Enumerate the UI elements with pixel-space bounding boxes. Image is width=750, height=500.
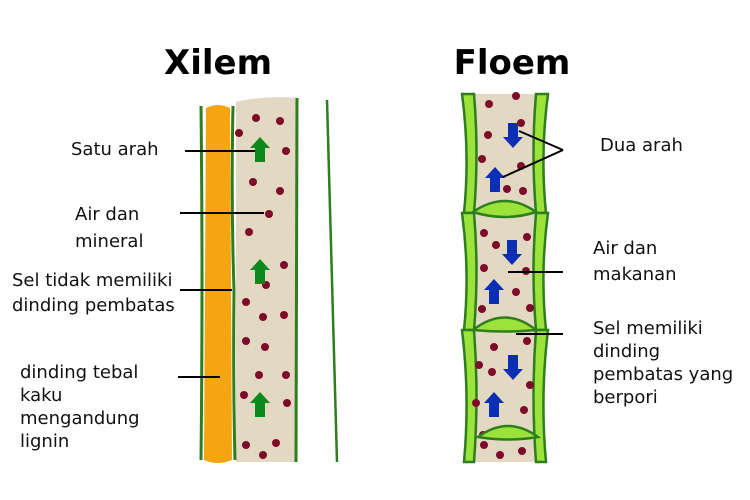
xylem-far-wall	[325, 99, 339, 463]
label-lignin-1: dinding tebal	[20, 362, 138, 383]
particle-dot	[280, 261, 288, 269]
particle-dot	[282, 147, 290, 155]
phloem-companion-wall	[460, 211, 478, 332]
label-phloem-wall-2: dinding	[593, 341, 660, 362]
phloem-companion-wall	[460, 328, 478, 464]
label-lignin-4: lignin	[20, 431, 69, 452]
phloem-flow-arrows	[484, 123, 523, 417]
particle-dot	[252, 114, 260, 122]
phloem-title: Floem	[454, 43, 571, 83]
up-arrow-icon	[250, 137, 270, 162]
particle-dot	[249, 178, 257, 186]
particle-dot	[517, 119, 525, 127]
up-arrow-icon	[250, 259, 270, 284]
particle-dot	[512, 288, 520, 296]
label-lignin-2: kaku	[20, 385, 62, 406]
label-satu-arah: Satu arah	[71, 139, 159, 160]
lignin-layer	[204, 105, 232, 463]
particle-dot	[261, 343, 269, 351]
particle-dot	[235, 129, 243, 137]
phloem-companion-wall	[532, 92, 550, 215]
label-dua-arah: Dua arah	[600, 135, 683, 156]
particle-dot	[492, 241, 500, 249]
particle-dot	[242, 441, 250, 449]
particle-dot	[478, 155, 486, 163]
particle-dot	[503, 185, 511, 193]
particle-dot	[245, 228, 253, 236]
particle-dot	[280, 311, 288, 319]
label-air-mineral-2: mineral	[75, 231, 143, 252]
phloem-companion-wall	[460, 92, 478, 215]
particle-dot	[526, 381, 534, 389]
particle-dot	[480, 441, 488, 449]
particle-dot	[480, 264, 488, 272]
label-air-makanan-1: Air dan	[593, 238, 657, 259]
particle-dot	[276, 187, 284, 195]
particle-dot	[242, 337, 250, 345]
particle-dot	[255, 371, 263, 379]
particle-dot	[282, 371, 290, 379]
particle-dot	[523, 233, 531, 241]
phloem-tube	[460, 92, 550, 464]
particle-dot	[480, 229, 488, 237]
up-arrow-icon	[484, 392, 504, 417]
label-phloem-wall-1: Sel memiliki	[593, 318, 703, 339]
particle-dot	[283, 399, 291, 407]
particle-dot	[259, 313, 267, 321]
particle-dot	[518, 447, 526, 455]
phloem-companion-wall	[532, 328, 550, 464]
label-air-mineral-1: Air dan	[75, 204, 139, 225]
particle-dot	[276, 117, 284, 125]
particle-dot	[478, 305, 486, 313]
label-air-makanan-2: makanan	[593, 264, 677, 285]
xylem-title: Xilem	[164, 43, 272, 83]
particle-dot	[523, 337, 531, 345]
particle-dot	[240, 391, 248, 399]
label-lignin-3: mengandung	[20, 408, 140, 429]
particle-dot	[520, 406, 528, 414]
particle-dot	[484, 131, 492, 139]
xylem-inner-wall	[230, 105, 237, 461]
particle-dot	[475, 361, 483, 369]
label-xylem-wall-1: Sel tidak memiliki	[12, 270, 172, 291]
particle-dot	[496, 451, 504, 459]
particle-dot	[485, 100, 493, 108]
up-arrow-icon	[250, 392, 270, 417]
down-arrow-icon	[503, 123, 523, 148]
up-arrow-icon	[485, 167, 505, 192]
pointer-lines	[178, 130, 564, 378]
particle-dot	[519, 187, 527, 195]
label-phloem-wall-3: pembatas yang	[593, 364, 733, 385]
label-xylem-wall-2: dinding pembatas	[12, 295, 175, 316]
particle-dot	[526, 304, 534, 312]
particle-dot	[272, 439, 280, 447]
xylem-vessel	[199, 97, 339, 463]
xylem-wall-right	[294, 97, 299, 463]
label-phloem-wall-4: berpori	[593, 387, 658, 408]
particle-dot	[265, 210, 273, 218]
sieve-plates	[469, 199, 542, 441]
particle-dot	[512, 92, 520, 100]
down-arrow-icon	[502, 240, 522, 265]
down-arrow-icon	[503, 355, 523, 380]
phloem-cell-lumen	[472, 94, 540, 462]
xylem-outer-wall-left	[199, 105, 204, 461]
particle-dot	[488, 368, 496, 376]
particle-dot	[472, 399, 480, 407]
sieve-plate	[469, 316, 540, 333]
sieve-plate	[470, 199, 539, 219]
particle-dot	[242, 298, 250, 306]
particle-dot	[490, 343, 498, 351]
sieve-plate	[474, 424, 542, 441]
up-arrow-icon	[484, 279, 504, 304]
xylem-flow-arrows	[250, 137, 270, 417]
particle-dot	[259, 451, 267, 459]
